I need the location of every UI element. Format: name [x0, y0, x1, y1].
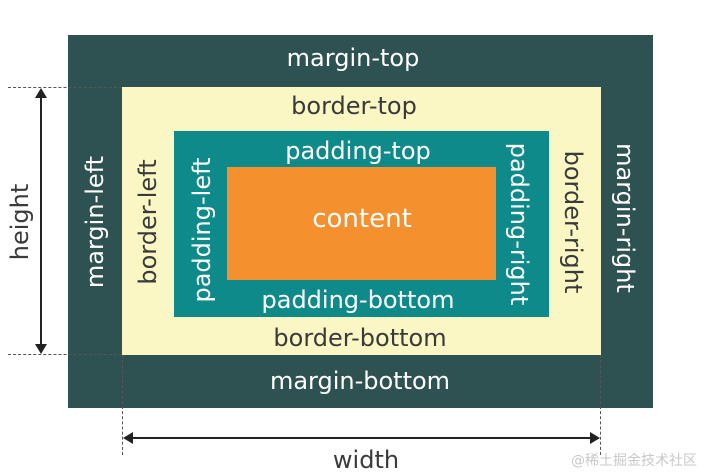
padding-right-label: padding-right — [505, 142, 533, 306]
width-arrow-right-icon — [590, 432, 600, 444]
height-label: height — [6, 183, 34, 261]
height-arrow-down-icon — [35, 344, 47, 354]
border-right-label: border-right — [559, 150, 587, 294]
height-arrow-up-icon — [35, 88, 47, 98]
margin-right-label: margin-right — [611, 143, 639, 293]
border-left-label: border-left — [134, 159, 162, 285]
padding-top-label: padding-top — [285, 137, 431, 165]
border-top-label: border-top — [291, 92, 417, 120]
padding-bottom-label: padding-bottom — [261, 286, 455, 314]
width-right-guide — [600, 355, 601, 455]
width-arrow-left-icon — [123, 432, 133, 444]
border-bottom-label: border-bottom — [273, 324, 447, 352]
width-left-guide — [122, 355, 123, 455]
margin-bottom-label: margin-bottom — [269, 367, 451, 395]
height-bottom-guide — [8, 354, 122, 355]
margin-left-label: margin-left — [81, 155, 109, 289]
margin-top-label: margin-top — [286, 44, 420, 72]
width-label: width — [332, 446, 400, 474]
content-label: content — [312, 204, 412, 234]
padding-left-label: padding-left — [188, 157, 216, 303]
width-arrow-line — [128, 437, 594, 439]
watermark: @稀土掘金技术社区 — [571, 453, 697, 469]
height-arrow-line — [40, 92, 42, 350]
height-top-guide — [8, 87, 122, 88]
content-area — [227, 167, 496, 280]
